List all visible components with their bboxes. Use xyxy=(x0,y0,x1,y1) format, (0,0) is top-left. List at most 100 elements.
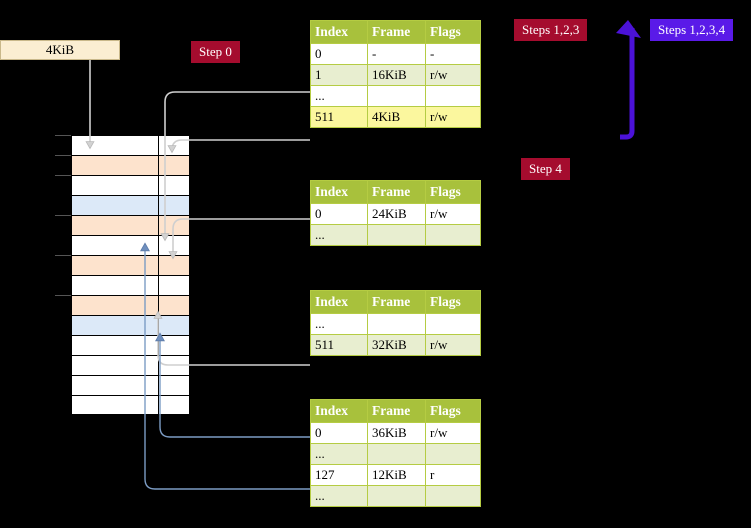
cell-frame: - xyxy=(367,43,426,65)
cell-frame: 16KiB xyxy=(367,64,426,86)
cell-index: 0 xyxy=(310,43,368,65)
column-header-frame: Frame xyxy=(367,180,426,204)
memory-frame-tick xyxy=(55,215,71,216)
table-row: ... xyxy=(310,85,481,107)
memory-frame-tick xyxy=(55,295,71,296)
cell-flags xyxy=(425,485,481,507)
memory-frame-peach xyxy=(71,215,190,235)
source-frame-box: 4KiB xyxy=(0,40,120,60)
cell-index: 0 xyxy=(310,203,368,225)
table-header-row: Index Frame Flags xyxy=(310,399,481,423)
memory-column-divider xyxy=(158,135,159,415)
column-header-index: Index xyxy=(310,180,368,204)
badge-step-0-label: Step 0 xyxy=(199,44,232,59)
cell-flags: r/w xyxy=(425,422,481,444)
cell-index: 511 xyxy=(310,106,368,128)
cell-frame: 32KiB xyxy=(367,334,426,356)
column-header-index: Index xyxy=(310,399,368,423)
cell-index: ... xyxy=(310,443,368,465)
table-header-row: Index Frame Flags xyxy=(310,180,481,204)
cell-flags xyxy=(425,443,481,465)
memory-frame-tick xyxy=(55,135,71,136)
cell-flags: r xyxy=(425,464,481,486)
column-header-flags: Flags xyxy=(425,180,481,204)
table-header-row: Index Frame Flags xyxy=(310,290,481,314)
memory-frame-white xyxy=(71,395,190,415)
memory-frame-peach xyxy=(71,295,190,315)
column-header-index: Index xyxy=(310,290,368,314)
cell-frame xyxy=(367,443,426,465)
cell-flags: r/w xyxy=(425,203,481,225)
memory-frame-blue xyxy=(71,195,190,215)
badge-steps-1234-label: Steps 1,2,3,4 xyxy=(658,22,726,37)
cell-flags: r/w xyxy=(425,64,481,86)
column-header-index: Index xyxy=(310,20,368,44)
cell-frame xyxy=(367,485,426,507)
cell-index: ... xyxy=(310,224,368,246)
cell-index: ... xyxy=(310,485,368,507)
badge-steps-123: Steps 1,2,3 xyxy=(514,19,588,41)
cell-index: ... xyxy=(310,313,368,335)
cell-index: ... xyxy=(310,85,368,107)
column-header-flags: Flags xyxy=(425,290,481,314)
table-row: ... xyxy=(310,485,481,507)
memory-frame-white xyxy=(71,135,190,155)
column-header-frame: Frame xyxy=(367,20,426,44)
badge-steps-123-label: Steps 1,2,3 xyxy=(522,22,580,37)
memory-frame-tick xyxy=(55,255,71,256)
wire-steps-loop xyxy=(620,28,635,140)
table-row: 0-- xyxy=(310,43,481,65)
cell-frame: 36KiB xyxy=(367,422,426,444)
cell-frame xyxy=(367,224,426,246)
physical-memory-column xyxy=(55,135,190,415)
column-header-flags: Flags xyxy=(425,399,481,423)
memory-frame-tick xyxy=(55,155,71,156)
cell-index: 1 xyxy=(310,64,368,86)
memory-frame-white xyxy=(71,335,190,355)
memory-frame-white xyxy=(71,375,190,395)
cell-flags xyxy=(425,85,481,107)
cell-flags: r/w xyxy=(425,334,481,356)
table-row: ... xyxy=(310,443,481,465)
badge-step-4-label: Step 4 xyxy=(529,161,562,176)
table-header-row: Index Frame Flags xyxy=(310,20,481,44)
cell-frame xyxy=(367,313,426,335)
wire-pml4-511-in xyxy=(171,139,310,151)
badge-step-4: Step 4 xyxy=(521,158,570,180)
cell-index: 0 xyxy=(310,422,368,444)
table-row: ... xyxy=(310,224,481,246)
cell-index: 127 xyxy=(310,464,368,486)
cell-flags: r/w xyxy=(425,106,481,128)
wire-steps-loop-arrowhead xyxy=(616,20,641,38)
memory-frame-white xyxy=(71,275,190,295)
memory-frame-tick xyxy=(55,175,71,176)
cell-frame: 12KiB xyxy=(367,464,426,486)
memory-frame-peach xyxy=(71,155,190,175)
cell-frame: 4KiB xyxy=(367,106,426,128)
cell-index: 511 xyxy=(310,334,368,356)
column-header-frame: Frame xyxy=(367,399,426,423)
badge-steps-1234: Steps 1,2,3,4 xyxy=(650,19,734,41)
memory-frame-white xyxy=(71,175,190,195)
memory-frame-blue xyxy=(71,315,190,335)
memory-frame-white xyxy=(71,235,190,255)
column-header-frame: Frame xyxy=(367,290,426,314)
badge-step-0: Step 0 xyxy=(191,41,240,63)
table-row: ... xyxy=(310,313,481,335)
cell-frame: 24KiB xyxy=(367,203,426,225)
memory-frame-peach xyxy=(71,255,190,275)
